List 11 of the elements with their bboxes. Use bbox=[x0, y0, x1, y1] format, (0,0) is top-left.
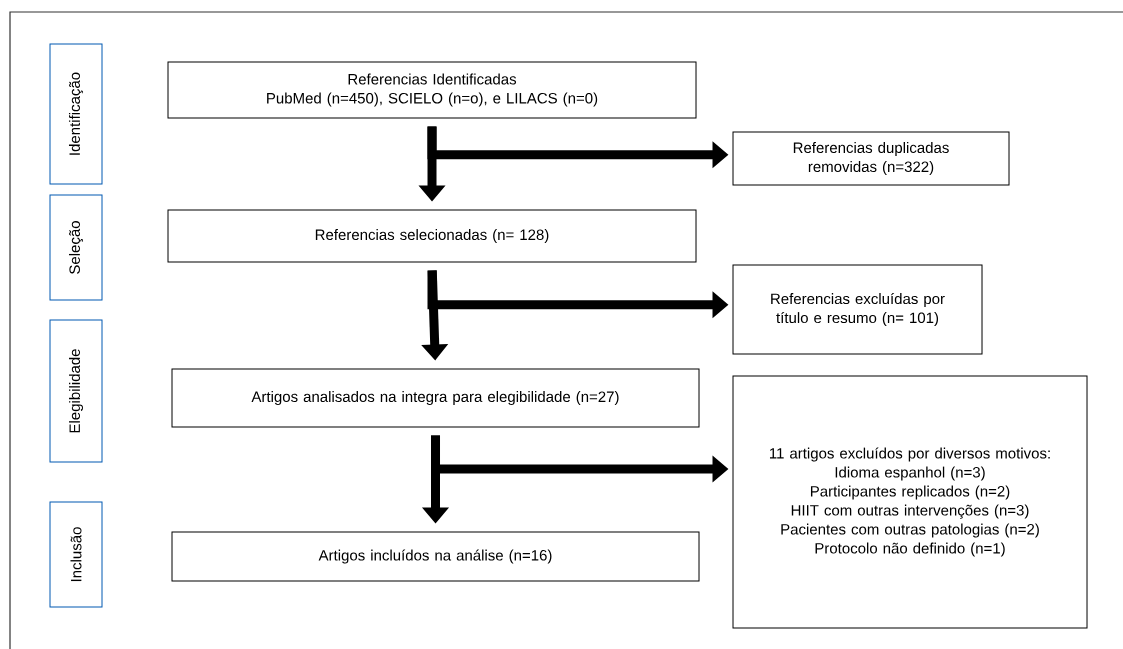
process-box: Referencias selecionadas (n= 128) bbox=[167, 209, 697, 263]
process-box: Artigos incluídos na análise (n=16) bbox=[171, 531, 700, 582]
phase-label-box: Inclusão bbox=[49, 501, 103, 608]
process-box: Referencias Identificadas PubMed (n=450), SCIELO (n=o), e LILACS (n=0) bbox=[167, 61, 697, 119]
exclusion-box: Referencias excluídas por título e resumo (n= 101) bbox=[732, 264, 983, 355]
phase-label-box: Elegibilidade bbox=[49, 319, 103, 463]
phase-label-box: Identificação bbox=[49, 43, 103, 185]
phase-label-box: Seleção bbox=[49, 194, 103, 301]
exclusion-box: Referencias duplicadas removidas (n=322) bbox=[732, 131, 1010, 186]
exclusion-box: 11 artigos excluídos por diversos motivos: Idioma espanhol (n=3) Participantes replicados (n=2) HIIT com outras intervenções (n=3) Pacientes com outras patologias (n=2) Protocolo não definido (n=1) bbox=[732, 375, 1088, 629]
process-box: Artigos analisados na integra para elegibilidade (n=27) bbox=[171, 368, 700, 428]
